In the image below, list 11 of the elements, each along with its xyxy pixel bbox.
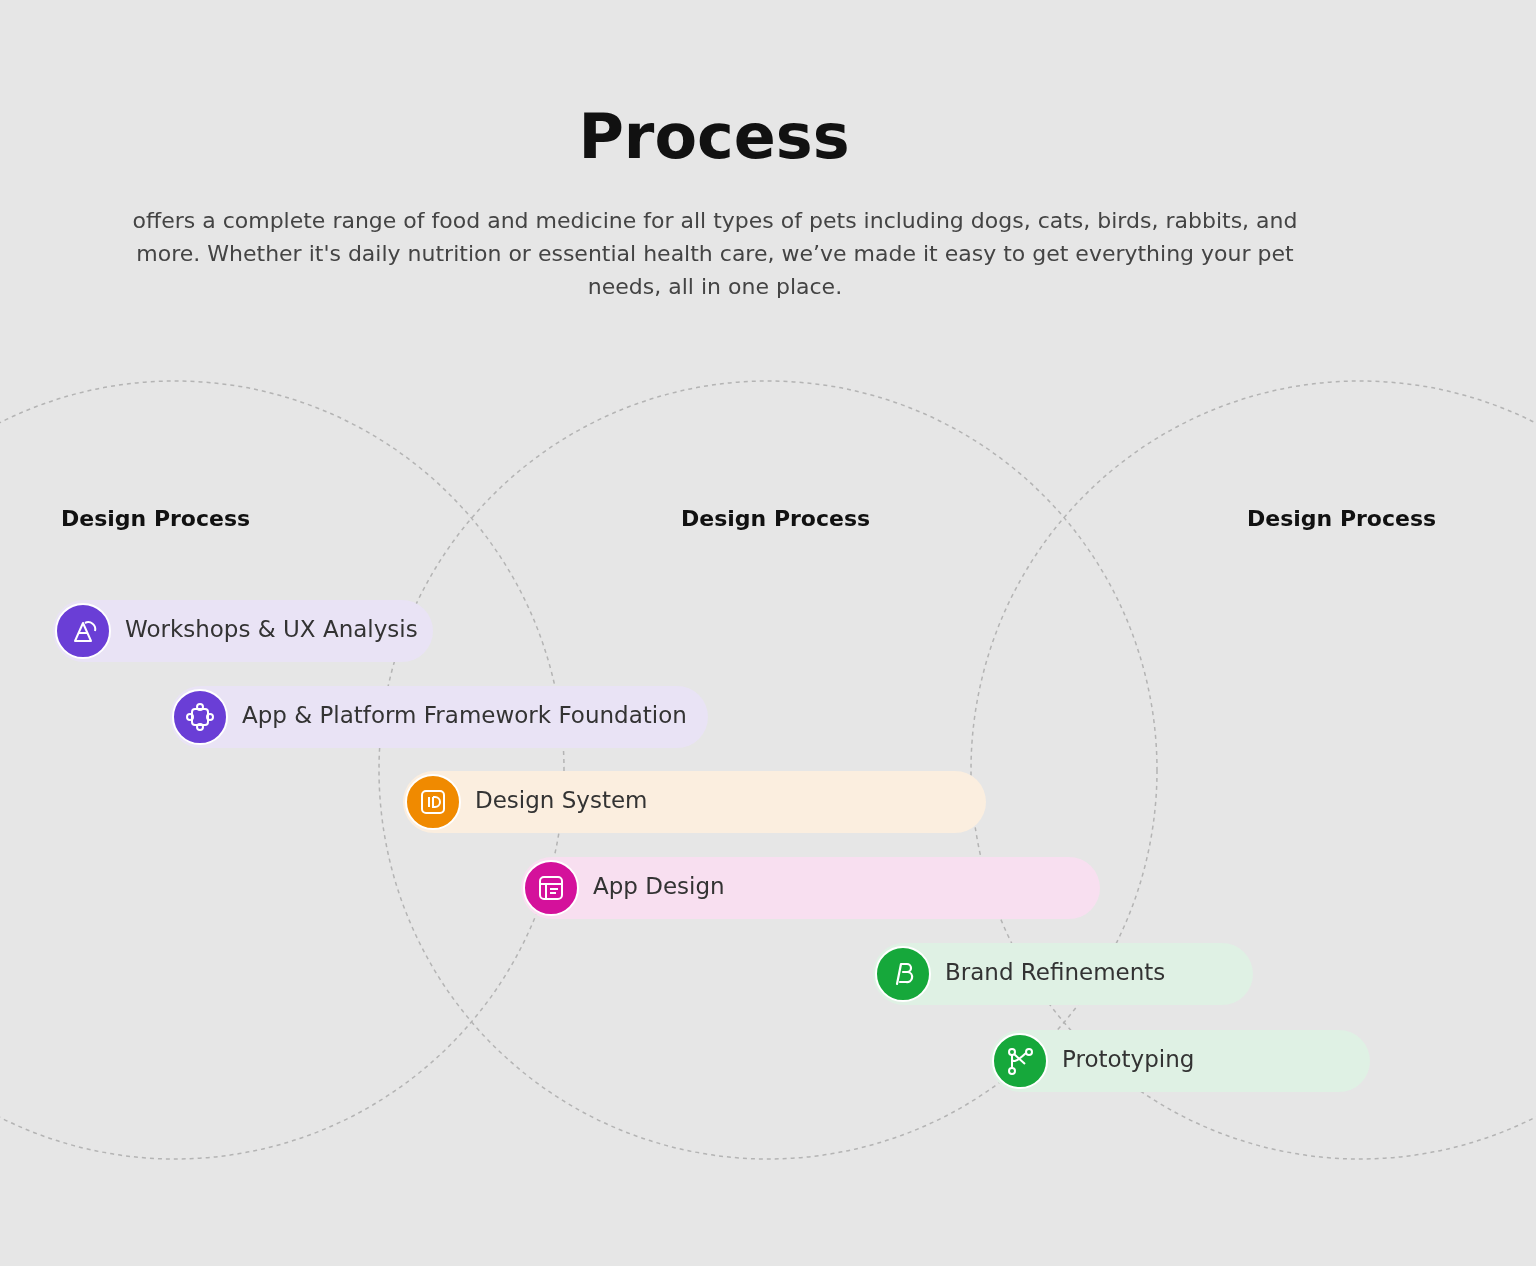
step-label: App & Platform Framework Foundation (242, 702, 687, 728)
section-heading: Design Process (1247, 506, 1437, 531)
step-label: Prototyping (1062, 1046, 1195, 1072)
page-title: Process (578, 100, 850, 173)
step-label: Workshops & UX Analysis (125, 616, 418, 642)
step-label: Design System (475, 787, 648, 813)
section-heading: Design Process (681, 506, 871, 531)
step-label: Brand Refinements (945, 959, 1166, 985)
description-text: offers a complete range of food and medicine for all types of pets including dogs, cats, birds, rabbits, and more. Whether it's daily nutrition or essential health care, we’ve made it easy to get everything your pet needs, all in one place. (131, 207, 1299, 301)
section-heading: Design Process (61, 506, 251, 531)
step-label: App Design (593, 873, 725, 899)
